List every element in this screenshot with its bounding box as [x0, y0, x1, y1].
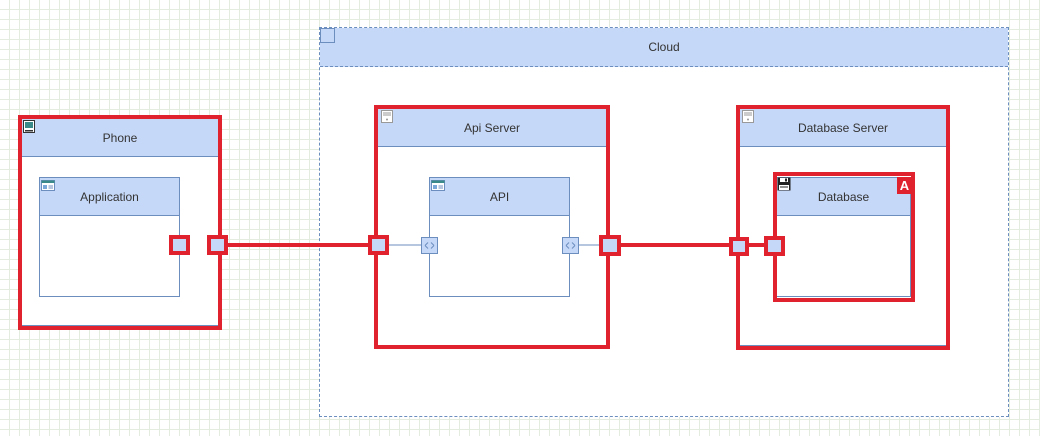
- selection-badge: A: [897, 177, 912, 194]
- phone-header: Phone: [22, 119, 218, 157]
- cloud-icon: [320, 28, 335, 43]
- phone-icon: [23, 120, 35, 133]
- server-icon: [381, 110, 393, 123]
- database-server-header: Database Server: [740, 109, 946, 147]
- port-application-out[interactable]: [169, 235, 190, 255]
- selection-frame-api-server[interactable]: [374, 105, 610, 349]
- phone-label: Phone: [102, 130, 138, 145]
- application-header: Application: [40, 178, 179, 216]
- database-server-label: Database Server: [797, 120, 889, 135]
- cloud-label: Cloud: [648, 40, 680, 54]
- port-database-in[interactable]: [764, 236, 785, 256]
- port-phone-out[interactable]: [207, 235, 228, 255]
- api-server-label: Api Server: [463, 120, 521, 135]
- port-db-server-in[interactable]: [729, 237, 749, 256]
- api-server-header: Api Server: [378, 109, 606, 147]
- api-label: API: [489, 189, 510, 204]
- cloud-header: Cloud: [320, 28, 1008, 67]
- selection-frame-database[interactable]: [773, 172, 915, 302]
- port-api-server-in[interactable]: [368, 235, 389, 255]
- database-label: Database: [817, 189, 870, 204]
- interface-port-icon[interactable]: [421, 237, 438, 254]
- database-header: Database: [777, 178, 910, 216]
- database-floppy-icon: [777, 177, 791, 191]
- interface-port-icon[interactable]: [562, 237, 579, 254]
- server-icon: [742, 110, 754, 123]
- component-icon: [431, 180, 445, 191]
- component-icon: [41, 180, 55, 191]
- selection-frame-phone[interactable]: [18, 115, 222, 330]
- api-header: API: [430, 178, 569, 216]
- selection-frame-database-server[interactable]: [736, 105, 950, 350]
- port-api-server-out[interactable]: [599, 235, 621, 256]
- application-label: Application: [80, 189, 139, 204]
